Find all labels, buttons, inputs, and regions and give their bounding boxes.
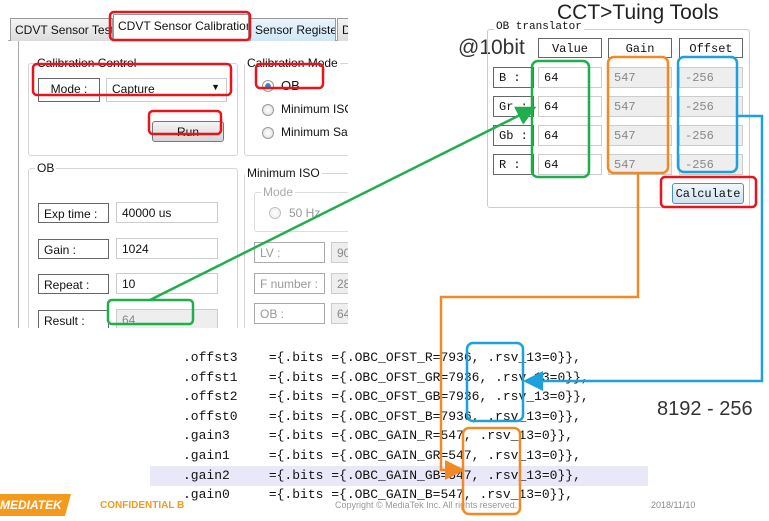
slide-title: CCT>Tuing Tools xyxy=(557,1,719,24)
date: 2018/11/10 xyxy=(651,500,696,510)
calculate-button[interactable]: Calculate xyxy=(672,183,744,204)
radio-ob[interactable] xyxy=(262,80,274,92)
result-label: Result : xyxy=(38,310,109,328)
code-line: .offst3 ={.bits ={.OBC_OFST_R=7936, .rsv… xyxy=(183,350,581,365)
group-title: Mode xyxy=(261,185,296,199)
radio-minimum-iso[interactable] xyxy=(262,104,274,116)
value-input[interactable]: 64 xyxy=(538,67,602,88)
group-title: Minimum ISO xyxy=(245,166,322,180)
row-label: B : xyxy=(493,67,534,88)
row-label: R : xyxy=(493,154,534,175)
value-input[interactable]: 64 xyxy=(538,125,602,146)
run-button[interactable]: Run xyxy=(152,121,224,142)
group-title: Calibration Mode xyxy=(245,56,340,70)
radio-minimum-satu[interactable] xyxy=(262,127,274,139)
tab-sensor-register[interactable]: Sensor Register xyxy=(250,18,336,41)
value-input[interactable]: 64 xyxy=(538,154,602,175)
f-number-label: F number : xyxy=(254,273,325,294)
value-header: Value xyxy=(538,38,602,58)
code-line: .gain3 ={.bits ={.OBC_GAIN_R=547, .rsv_1… xyxy=(183,428,574,444)
logo-text: MEDIATEK xyxy=(0,498,62,512)
lv-input: 90 xyxy=(331,242,348,263)
lv-label: LV : xyxy=(254,242,325,263)
group-title: OB xyxy=(35,161,57,175)
calibration-mode-group: Calibration Mode OB Minimum ISO Minimum … xyxy=(244,56,348,156)
group-title: OB translator xyxy=(494,21,584,33)
tab-d[interactable]: D xyxy=(337,18,348,41)
result-output: 64 xyxy=(116,309,218,328)
calibration-panel: Calibration Control Mode : Capture▼ Run … xyxy=(18,41,348,328)
calibration-control-group: Calibration Control Mode : Capture ▼ Run xyxy=(28,56,238,156)
ob-label: OB : xyxy=(254,303,325,324)
gain-output: 547 xyxy=(608,125,672,146)
radio-minimum-satu-label: Minimum Satu xyxy=(281,125,348,139)
code-line: .offst2 ={.bits ={.OBC_OFST_GB=7936, .rs… xyxy=(183,389,589,405)
copyright: Copyright © MediaTek Inc. All rights res… xyxy=(335,500,518,510)
mode-label: Mode : xyxy=(38,78,100,102)
group-title: Calibration Control xyxy=(35,56,139,70)
exp-time-label: Exp time : xyxy=(38,203,109,223)
offset-header: Offset xyxy=(679,38,743,58)
bit-note: @10bit xyxy=(458,36,525,59)
row-label: Gr : xyxy=(493,96,534,117)
gain-output: 547 xyxy=(608,96,672,117)
tab-cdvt-sensor-test[interactable]: CDVT Sensor Test xyxy=(10,18,113,41)
mode-dropdown[interactable]: Capture ▼ xyxy=(106,78,227,102)
radio-50hz[interactable] xyxy=(269,207,281,219)
radio-minimum-iso-label: Minimum ISO xyxy=(281,102,348,116)
confidential-label: CONFIDENTIAL B xyxy=(100,500,185,511)
offset-output: -256 xyxy=(679,125,743,146)
offset-note: 8192 - 256 xyxy=(657,398,753,420)
chevron-down-icon: ▼ xyxy=(211,82,220,92)
f-number-input: 28 xyxy=(331,273,348,294)
offset-output: -256 xyxy=(679,67,743,88)
register-code: .offst3 ={.bits ={.OBC_OFST_R=7936, .rsv… xyxy=(183,348,589,505)
ob-group: OB Exp time : 40000 us Gain : 1024 Repea… xyxy=(28,161,238,328)
gain-label: Gain : xyxy=(38,239,109,259)
cdvt-window: CDVT Sensor Test CDVT Sensor Calibration… xyxy=(8,8,348,328)
minimum-iso-group: Minimum ISO Mode 50 Hz LV : 90 F number … xyxy=(244,166,348,328)
gain-header: Gain xyxy=(608,38,672,58)
radio-50hz-label: 50 Hz xyxy=(289,206,321,220)
tab-cdvt-sensor-calibration[interactable]: CDVT Sensor Calibration xyxy=(113,14,249,42)
value-input[interactable]: 64 xyxy=(538,96,602,117)
code-line: .gain1 ={.bits ={.OBC_GAIN_GR=547, .rsv_… xyxy=(183,447,581,463)
offset-output: -256 xyxy=(679,96,743,117)
code-line: .offst0 ={.bits ={.OBC_OFST_B=7936, .rsv… xyxy=(183,408,581,424)
row-label: Gb : xyxy=(493,125,534,146)
gain-output: 547 xyxy=(608,154,672,175)
gain-input[interactable]: 1024 xyxy=(116,238,218,259)
gain-output: 547 xyxy=(608,67,672,88)
radio-ob-label: OB xyxy=(281,78,300,93)
mode-subgroup: Mode 50 Hz xyxy=(254,185,348,232)
ob-translator-group: OB translator Value Gain Offset B : 64 5… xyxy=(487,21,750,208)
mode-value: Capture xyxy=(112,82,155,96)
repeat-input[interactable]: 10 xyxy=(116,273,218,294)
exp-time-input[interactable]: 40000 us xyxy=(116,202,218,223)
tab-bar: CDVT Sensor Test CDVT Sensor Calibration… xyxy=(8,14,348,42)
repeat-label: Repeat : xyxy=(38,274,109,294)
ob-input: 64 xyxy=(331,303,348,324)
code-line: .gain2 ={.bits ={.OBC_GAIN_GB=547, .rsv_… xyxy=(183,467,581,483)
code-line: .offst1 ={.bits ={.OBC_OFST_GR=7936, .rs… xyxy=(183,369,589,385)
offset-output: -256 xyxy=(679,154,743,175)
